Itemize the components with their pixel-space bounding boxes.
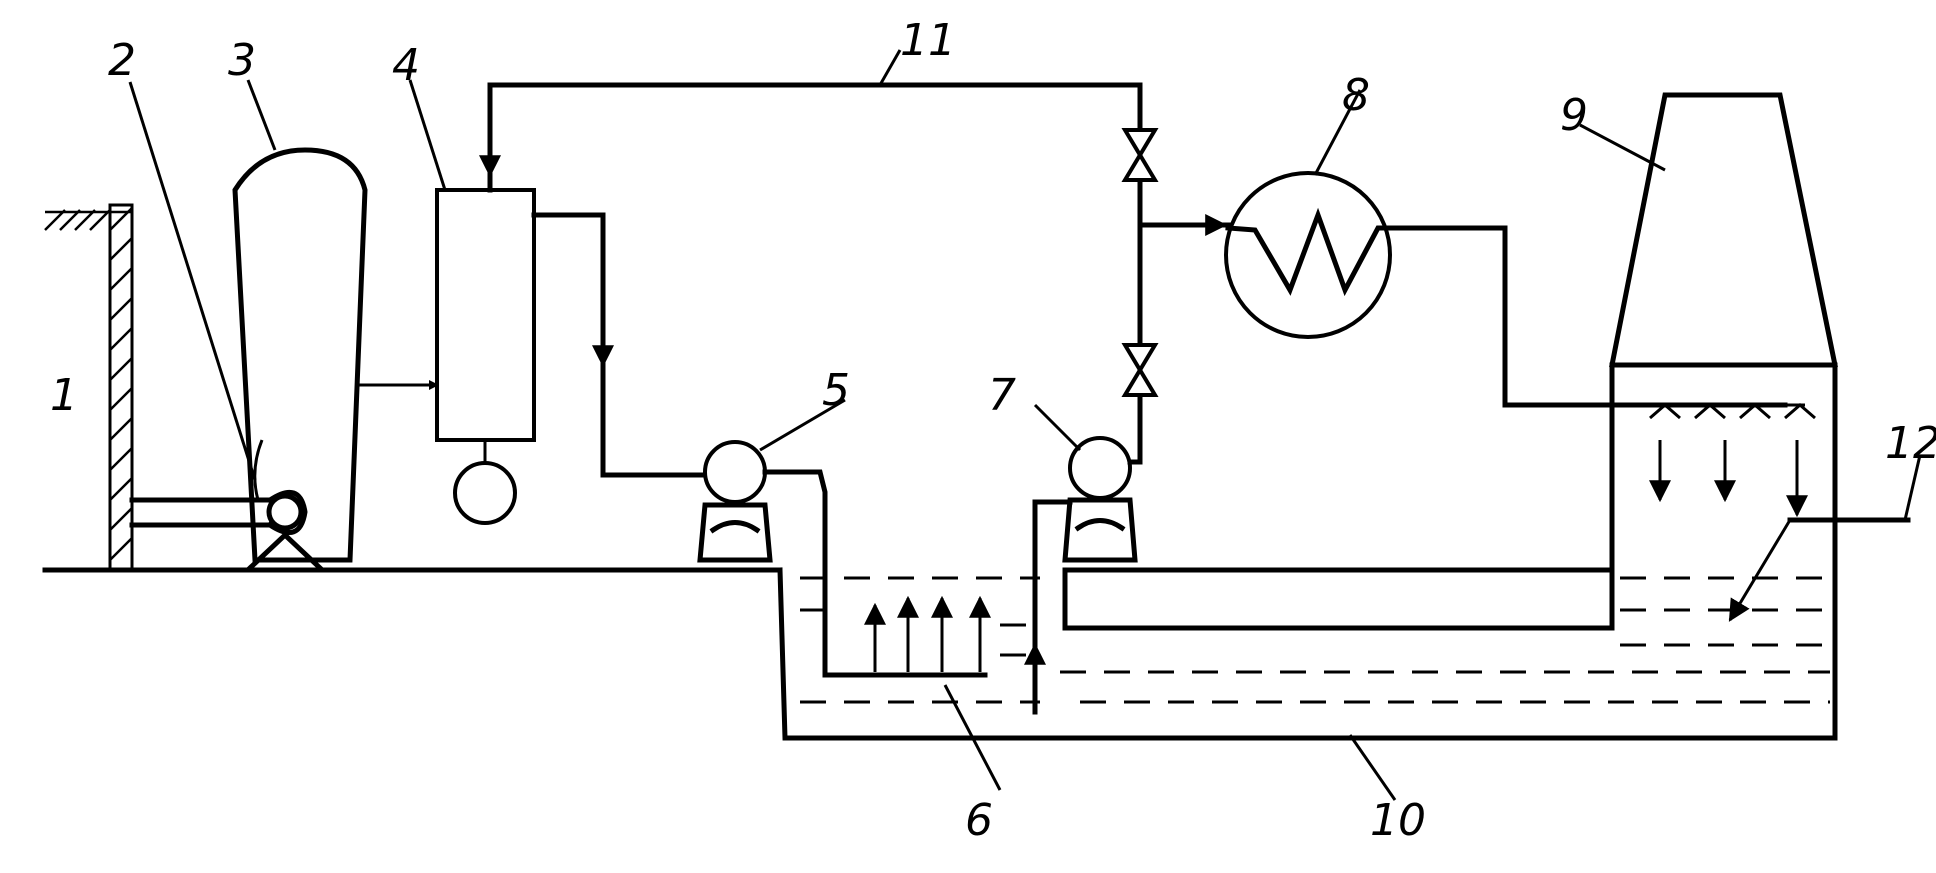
callout-2: 2 bbox=[108, 35, 136, 86]
return-channel bbox=[1062, 362, 1615, 631]
valve-lower bbox=[1121, 343, 1159, 397]
overflow-outlet bbox=[1728, 517, 1911, 622]
heat-exchanger bbox=[1224, 171, 1788, 408]
separator-column bbox=[435, 188, 536, 525]
callout-10: 10 bbox=[1370, 795, 1426, 846]
wall bbox=[44, 203, 134, 572]
pump-5 bbox=[697, 440, 828, 678]
callout-7: 7 bbox=[988, 370, 1016, 421]
callout-6: 6 bbox=[965, 795, 993, 846]
valve-upper bbox=[1121, 128, 1159, 182]
callout-3: 3 bbox=[228, 35, 256, 86]
basin bbox=[777, 367, 1838, 741]
callout-1: 1 bbox=[50, 370, 78, 421]
callout-11: 11 bbox=[900, 15, 956, 66]
leader-lines bbox=[128, 49, 1922, 801]
callout-9: 9 bbox=[1560, 90, 1588, 141]
callout-4: 4 bbox=[392, 40, 420, 91]
pump-7 bbox=[1024, 407, 1143, 715]
distribution-manifold bbox=[822, 595, 991, 678]
pipe-to-pump-5 bbox=[531, 212, 713, 478]
recycle-line bbox=[479, 82, 1143, 413]
cooling-tower bbox=[1609, 92, 1838, 518]
callout-12: 12 bbox=[1885, 418, 1936, 469]
callout-5: 5 bbox=[822, 365, 850, 416]
callout-8: 8 bbox=[1342, 70, 1370, 121]
vessel bbox=[232, 147, 368, 572]
inlet-pipe bbox=[129, 439, 308, 536]
